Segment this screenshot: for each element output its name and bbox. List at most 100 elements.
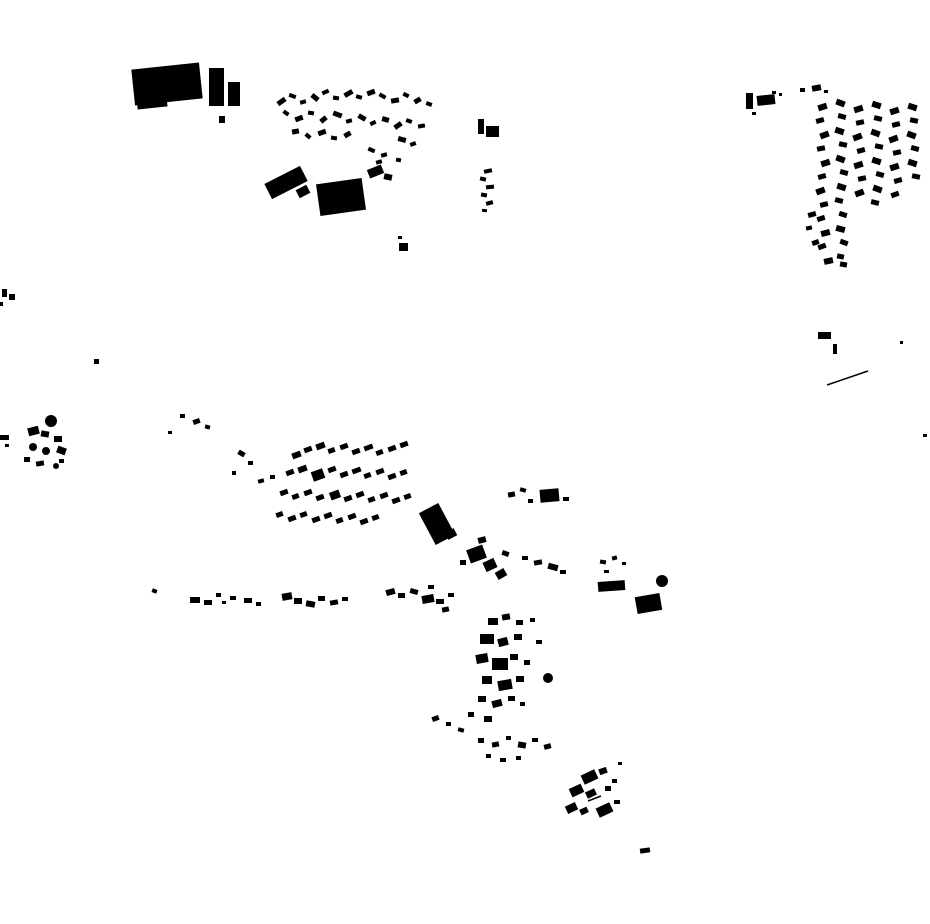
building-footprint (315, 177, 367, 217)
building-footprint (228, 82, 240, 106)
building-footprint (835, 98, 846, 108)
building-footprint (906, 130, 917, 140)
building-footprint (893, 177, 903, 184)
building-footprint (323, 511, 333, 520)
building-footprint (484, 716, 492, 722)
building-footprint (907, 158, 918, 168)
building-footprint (634, 592, 663, 615)
building-footprint (343, 130, 352, 139)
building-footprint (398, 236, 402, 239)
building-footprint (501, 549, 510, 558)
building-footprint (819, 201, 829, 208)
building-footprint (486, 126, 499, 137)
building-footprint (295, 184, 311, 199)
building-footprint (481, 208, 488, 213)
building-footprint (204, 424, 211, 430)
building-footprint (892, 149, 902, 156)
building-footprint (478, 738, 484, 743)
building-footprint (311, 515, 321, 524)
building-footprint (524, 660, 530, 665)
building-footprint (367, 495, 376, 504)
building-footprint (436, 599, 444, 604)
building-footprint (597, 580, 626, 592)
building-footprint (519, 487, 527, 493)
building-footprint (839, 238, 849, 247)
building-footprint (209, 68, 224, 106)
building-footprint (375, 467, 385, 476)
round-structure-footprint (53, 463, 59, 469)
building-footprint (536, 640, 542, 644)
building-footprint (466, 544, 487, 564)
building-footprint (317, 128, 327, 137)
building-footprint (27, 425, 40, 437)
building-footprint (491, 741, 500, 748)
building-footprint (405, 118, 413, 124)
building-footprint (817, 173, 827, 180)
building-footprint (460, 560, 466, 565)
building-footprint (310, 468, 326, 482)
path-line (826, 370, 869, 386)
building-footprint (564, 802, 579, 814)
building-footprint (871, 156, 882, 166)
building-footprint (579, 806, 589, 816)
building-footprint (816, 214, 826, 223)
building-footprint (367, 146, 376, 154)
building-footprint (256, 602, 261, 606)
building-footprint (355, 94, 363, 100)
building-footprint (54, 436, 62, 442)
building-footprint (900, 341, 903, 344)
building-footprint (532, 738, 538, 742)
building-footprint (366, 88, 376, 97)
building-footprint (282, 109, 290, 117)
building-footprint (363, 471, 372, 480)
building-footprint (355, 490, 365, 499)
building-footprint (838, 210, 848, 219)
building-footprint (413, 96, 422, 105)
building-footprint (835, 154, 846, 164)
building-footprint (852, 132, 863, 142)
building-footprint (811, 84, 822, 92)
building-footprint (399, 440, 409, 449)
building-footprint (618, 762, 622, 765)
building-footprint (288, 92, 297, 100)
building-footprint (307, 110, 315, 116)
building-footprint (834, 197, 844, 204)
building-footprint (478, 696, 486, 702)
building-footprint (343, 89, 354, 98)
building-footprint (491, 698, 503, 709)
building-footprint (318, 596, 325, 601)
building-footprint (516, 676, 524, 682)
building-footprint (494, 568, 508, 580)
building-footprint (305, 600, 316, 608)
building-footprint (297, 464, 308, 474)
building-footprint (294, 598, 302, 604)
building-footprint (237, 449, 246, 458)
building-footprint (291, 128, 300, 135)
building-footprint (299, 510, 308, 519)
building-footprint (56, 445, 67, 456)
building-footprint (746, 93, 753, 109)
building-footprint (299, 99, 307, 105)
building-footprint (204, 600, 212, 605)
building-footprint (805, 225, 813, 231)
building-footprint (380, 152, 388, 158)
building-footprint (500, 758, 506, 762)
building-footprint (291, 450, 302, 460)
building-footprint (560, 570, 566, 574)
building-footprint (833, 344, 837, 354)
building-footprint (488, 618, 498, 625)
building-footprint (807, 211, 817, 218)
building-footprint (568, 783, 585, 798)
building-footprint (457, 727, 465, 733)
building-footprint (752, 112, 756, 115)
building-footprint (479, 176, 487, 182)
building-footprint (381, 116, 390, 123)
round-structure-footprint (45, 415, 57, 427)
building-footprint (514, 634, 522, 640)
building-footprint (351, 447, 361, 456)
building-footprint (332, 110, 343, 119)
building-footprint (315, 441, 326, 451)
building-footprint (836, 182, 847, 192)
building-footprint (756, 94, 776, 106)
building-footprint (482, 676, 492, 684)
